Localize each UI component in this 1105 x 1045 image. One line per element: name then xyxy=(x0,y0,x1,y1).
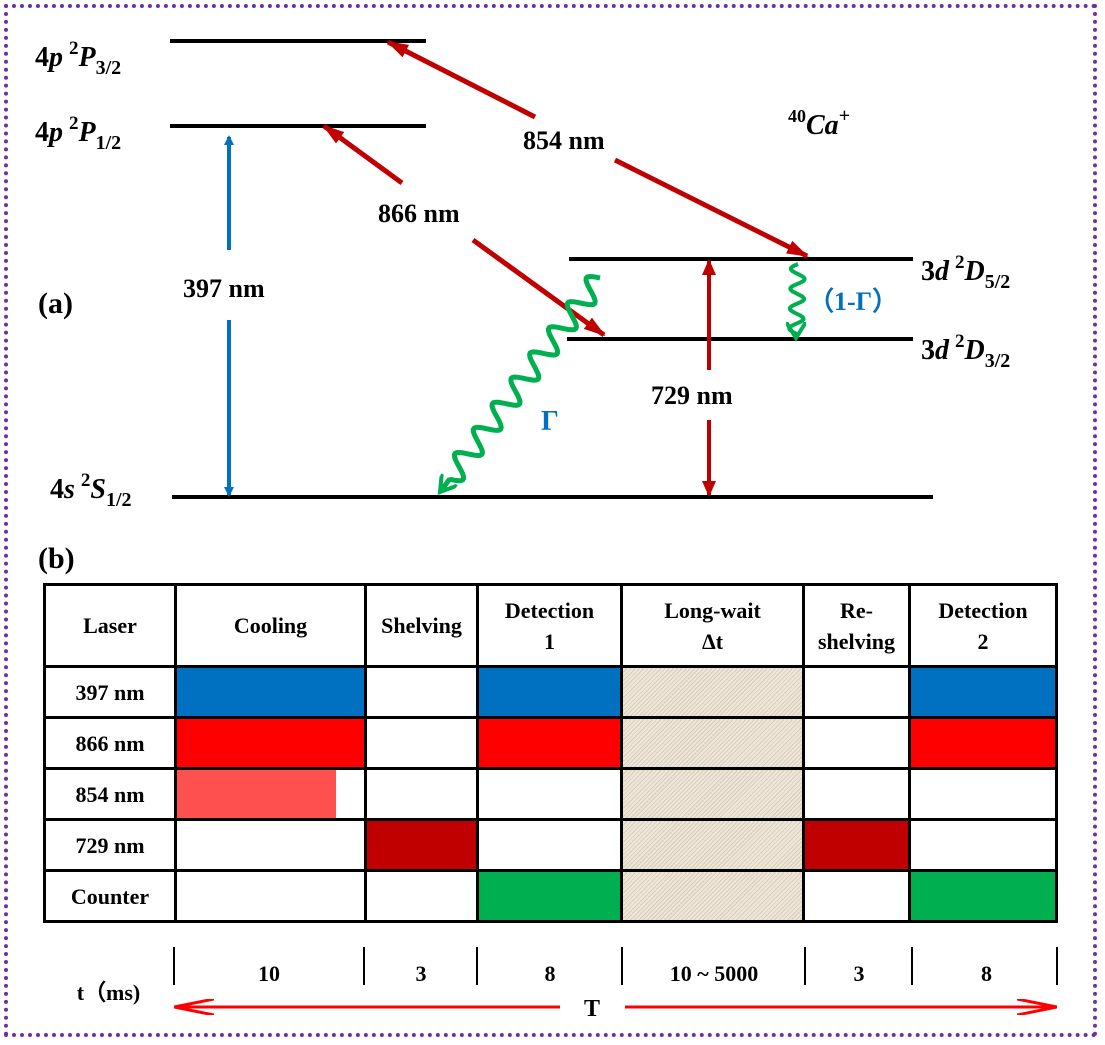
label-729nm: 729 nm xyxy=(651,381,733,410)
label-gamma: Γ xyxy=(541,406,559,437)
time-divider xyxy=(476,947,478,985)
cell-counter-detection1 xyxy=(476,869,623,923)
time-row: t（ms) 10 3 8 10 ~ 5000 3 8 xyxy=(43,947,1058,1007)
label-866nm: 866 nm xyxy=(378,199,460,228)
header-long-wait-line2: Δt xyxy=(701,628,724,654)
header-laser: Laser xyxy=(43,583,177,668)
header-detection-1: Detection 1 xyxy=(476,583,623,668)
table-row-854: 854 nm xyxy=(43,767,1058,821)
header-reshelving: Re-shelving xyxy=(802,583,911,668)
header-detection-2: Detection 2 xyxy=(908,583,1058,668)
row-label-854: 854 nm xyxy=(43,767,177,821)
wavy-arrow-one-minus-gamma xyxy=(789,262,807,338)
table-row-397: 397 nm xyxy=(43,665,1058,719)
header-long-wait-line1: Long-wait xyxy=(664,597,761,623)
arrow-866-upper xyxy=(322,123,404,186)
cell-866-detection1 xyxy=(476,716,623,770)
time-detection1: 8 xyxy=(544,961,556,986)
time-cooling: 10 xyxy=(258,961,280,986)
panel-a-label: (a) xyxy=(38,287,73,320)
dotted-border-frame xyxy=(4,4,1097,1037)
cell-866-cooling xyxy=(174,716,367,770)
cell-counter-reshelving xyxy=(802,869,911,923)
table-header-row: Laser Cooling Shelving Detection 1 Long-w… xyxy=(43,583,1058,668)
cell-866-reshelving xyxy=(802,716,911,770)
cell-397-cooling xyxy=(174,665,367,719)
wavy-arrow-gamma xyxy=(440,273,601,493)
arrow-854-upper xyxy=(386,39,537,120)
row-label-397: 397 nm xyxy=(43,665,177,719)
header-shelving: Shelving xyxy=(364,583,479,668)
cell-729-detection1 xyxy=(476,818,623,872)
cell-854-shelving xyxy=(364,767,479,821)
table-row-729: 729 nm xyxy=(43,818,1058,872)
header-cooling: Cooling xyxy=(174,583,367,668)
time-label: t（ms) xyxy=(76,980,141,1005)
header-detection-1-line2: 1 xyxy=(544,628,555,654)
header-reshelving-line1: Re- xyxy=(840,597,873,623)
total-time-label: T xyxy=(584,996,600,1022)
cell-counter-shelving xyxy=(364,869,479,923)
time-divider xyxy=(911,947,913,985)
arrow-854-lower xyxy=(613,157,809,259)
header-detection-2-line1: Detection xyxy=(938,597,1028,623)
time-shelving: 3 xyxy=(415,961,427,986)
cell-866-detection2 xyxy=(908,716,1058,770)
cell-854-detection1 xyxy=(476,767,623,821)
header-reshelving-line2: shelving xyxy=(817,628,896,654)
time-divider xyxy=(363,947,365,985)
label-854nm: 854 nm xyxy=(523,126,605,155)
time-reshelving: 3 xyxy=(853,961,865,986)
table-row-counter: Counter xyxy=(43,869,1058,923)
time-detection2: 8 xyxy=(981,961,992,986)
cell-729-longwait xyxy=(620,818,805,872)
cell-866-longwait xyxy=(620,716,805,770)
table-row-866: 866 nm xyxy=(43,716,1058,770)
laser-854-partial-pulse xyxy=(177,770,336,818)
cell-counter-detection2 xyxy=(908,869,1058,923)
cell-729-cooling xyxy=(174,818,367,872)
cell-729-reshelving xyxy=(802,818,911,872)
cell-854-cooling xyxy=(174,767,367,821)
row-label-866: 866 nm xyxy=(43,716,177,770)
label-397nm: 397 nm xyxy=(183,274,265,303)
cell-counter-cooling xyxy=(174,869,367,923)
cell-397-detection1 xyxy=(476,665,623,719)
time-divider xyxy=(804,947,806,985)
cell-854-reshelving xyxy=(802,767,911,821)
label-one-minus-gamma: （1-Γ） xyxy=(808,287,898,316)
header-detection-1-line1: Detection xyxy=(504,597,595,623)
cell-counter-longwait xyxy=(620,869,805,923)
cell-397-detection2 xyxy=(908,665,1058,719)
cell-397-reshelving xyxy=(802,665,911,719)
arrow-866-lower xyxy=(471,237,606,338)
cell-729-detection2 xyxy=(908,818,1058,872)
cell-854-detection2 xyxy=(908,767,1058,821)
time-divider xyxy=(173,947,175,985)
time-divider xyxy=(621,947,623,985)
cell-854-longwait xyxy=(620,767,805,821)
cell-866-shelving xyxy=(364,716,479,770)
cell-397-shelving xyxy=(364,665,479,719)
row-label-counter: Counter xyxy=(43,869,177,923)
time-longwait: 10 ~ 5000 xyxy=(669,961,759,986)
cell-397-longwait xyxy=(620,665,805,719)
ion-label: 40Ca+ xyxy=(788,105,850,141)
pulse-sequence-table: Laser Cooling Shelving Detection 1 Long-w… xyxy=(43,583,1058,923)
cell-729-shelving xyxy=(364,818,479,872)
row-label-729: 729 nm xyxy=(43,818,177,872)
panel-b-label: (b) xyxy=(38,542,75,575)
header-detection-2-line2: 2 xyxy=(977,628,989,654)
time-divider xyxy=(1056,947,1058,985)
